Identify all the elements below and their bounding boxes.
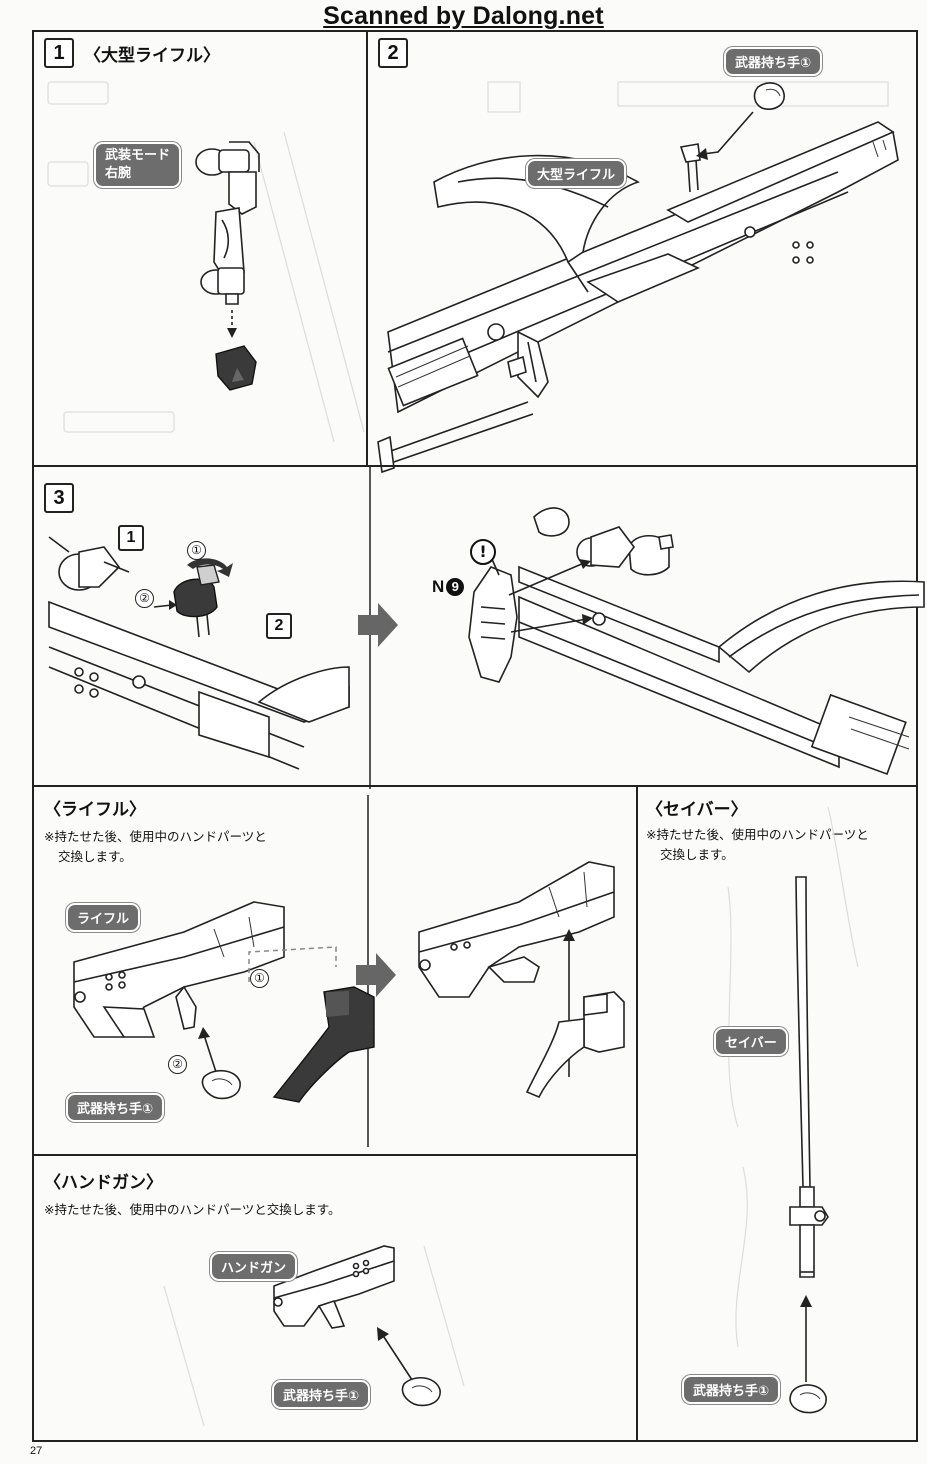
rifle-note-line2: 交換します。 <box>58 849 132 864</box>
handgun-title: 〈ハンドガン〉 <box>44 1173 163 1193</box>
saber-illustration <box>727 806 859 1414</box>
rifle-note-line1: ※持たせた後、使用中のハンドパーツと <box>44 829 267 844</box>
step3-right-illustration <box>468 507 925 776</box>
step3-left-illustration <box>48 536 350 770</box>
step1-panel: 1 〈大型ライフル〉 武装モード 右腕 <box>32 30 368 467</box>
page-number: 27 <box>30 1445 43 1457</box>
part-code: N <box>432 577 445 596</box>
step1-arm-illustration <box>47 81 365 443</box>
handgun-panel: 〈ハンドガン〉 ※持たせた後、使用中のハンドパーツと交換します。 ハンドガン 武… <box>32 1154 638 1442</box>
rifle-order-1: ① <box>250 969 269 988</box>
step3-transition-arrow <box>358 603 398 647</box>
rifle-panel: 〈ライフル〉 ※持たせた後、使用中のハンドパーツと 交換します。 ライフル ① … <box>32 785 638 1156</box>
rifle-transition-arrow <box>356 953 396 997</box>
rifle-label: ライフル <box>66 903 141 932</box>
step1-title: 〈大型ライフル〉 <box>84 46 220 66</box>
step2-large-rifle-illustration <box>377 81 899 474</box>
caution-icon: ! <box>470 539 496 565</box>
watermark-text: Scanned by Dalong.net <box>323 2 604 30</box>
large-rifle-label: 大型ライフル <box>526 159 627 188</box>
arm-mode-label-line1: 武装モード <box>105 148 171 163</box>
step1-number: 1 <box>44 38 74 68</box>
weapon-hand-label: 武器持ち手① <box>724 47 823 76</box>
handgun-hand-label: 武器持ち手① <box>272 1380 371 1409</box>
step2-number: 2 <box>378 38 408 68</box>
step2-panel: 2 <box>366 30 918 474</box>
step3-ref-part-1: 1 <box>118 525 144 551</box>
step3-panel: 3 1 2 ① ② <box>32 465 925 789</box>
saber-note-line1: ※持たせた後、使用中のハンドパーツと <box>646 827 869 842</box>
saber-note-line2: 交換します。 <box>660 847 734 862</box>
saber-hand-label: 武器持ち手① <box>682 1375 781 1404</box>
part-number: 9 <box>446 578 465 596</box>
saber-label: セイバー <box>714 1027 788 1056</box>
rifle-title: 〈ライフル〉 <box>44 800 146 820</box>
rifle-note: ※持たせた後、使用中のハンドパーツと 交換します。 <box>44 827 267 867</box>
step3-order-2: ② <box>135 589 154 608</box>
arm-mode-label: 武装モード 右腕 <box>94 142 182 188</box>
step3-ref-part-2: 2 <box>266 613 292 639</box>
rifle-hand-label: 武器持ち手① <box>66 1093 165 1122</box>
rifle-left-illustration <box>73 901 375 1103</box>
handgun-label: ハンドガン <box>210 1252 298 1281</box>
saber-title: 〈セイバー〉 <box>646 800 748 820</box>
arm-mode-label-line2: 右腕 <box>105 166 132 181</box>
step3-order-1: ① <box>187 541 206 560</box>
saber-note: ※持たせた後、使用中のハンドパーツと 交換します。 <box>646 825 869 865</box>
handgun-illustration <box>163 1245 465 1427</box>
saber-panel: 〈セイバー〉 ※持たせた後、使用中のハンドパーツと 交換します。 セイバー 武器… <box>636 785 918 1442</box>
handgun-note: ※持たせた後、使用中のハンドパーツと交換します。 <box>44 1202 341 1217</box>
rifle-right-illustration <box>418 861 625 1099</box>
step3-number: 3 <box>44 483 74 513</box>
rifle-order-2: ② <box>168 1055 187 1074</box>
